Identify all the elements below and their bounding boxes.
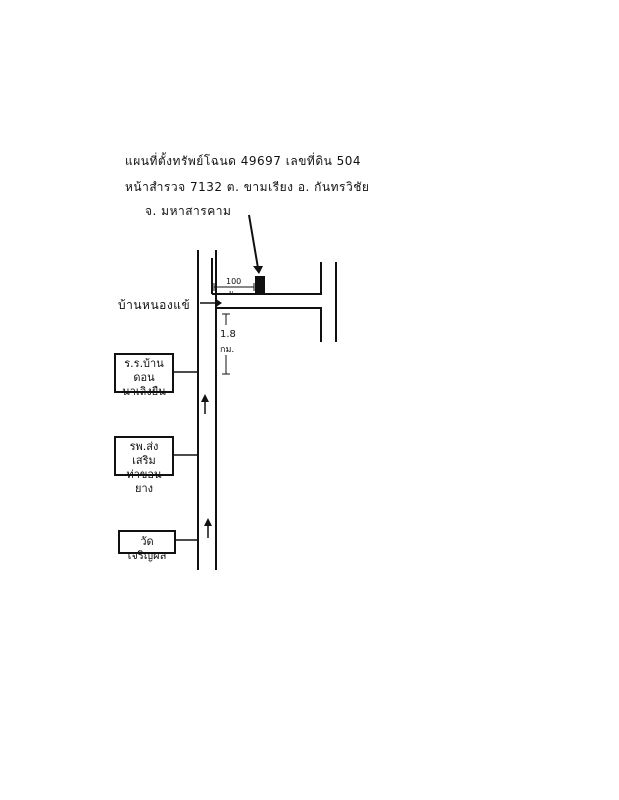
dim-100-unit: ม. — [229, 289, 236, 297]
landmark-school-line-1: ร.ร.บ้านดอน — [124, 357, 164, 384]
pointer-arrow-head — [253, 266, 263, 274]
direction-arrow-2-head — [204, 518, 212, 526]
landmark-school-line-2: นาเลิงยืน — [122, 385, 166, 398]
pointer-arrow-line — [248, 214, 259, 269]
dim-18-label: 1.8 — [220, 329, 236, 340]
map-title-line-1: แผนที่ตั้งทรัพย์โฉนด 49697 เลขที่ดิน 504 — [125, 154, 362, 168]
dim-18-unit: กม. — [220, 345, 234, 355]
landmark-health-center-line-1: รพ.ส่งเสริม — [129, 440, 159, 467]
landmark-school: ร.ร.บ้านดอน นาเลิงยืน — [114, 353, 174, 398]
dim-100-label: 100 — [226, 277, 241, 286]
landmark-temple: วัดเจริญผล — [118, 530, 176, 562]
entry-arrow-head — [216, 299, 222, 307]
landmark-temple-line-1: วัดเจริญผล — [127, 535, 167, 562]
map-title-line-3: จ. มหาสารคาม — [145, 204, 232, 218]
landmark-health-center-line-2: ท่าขอนยาง — [126, 468, 162, 495]
direction-arrow-1-head — [201, 394, 209, 402]
village-label: บ้านหนองแข้ — [118, 298, 191, 312]
landmark-health-center: รพ.ส่งเสริม ท่าขอนยาง — [114, 436, 174, 495]
map-title-line-2: หน้าสำรวจ 7132 ต. ขามเรียง อ. กันทรวิชัย — [125, 180, 370, 194]
property-marker — [255, 276, 265, 294]
